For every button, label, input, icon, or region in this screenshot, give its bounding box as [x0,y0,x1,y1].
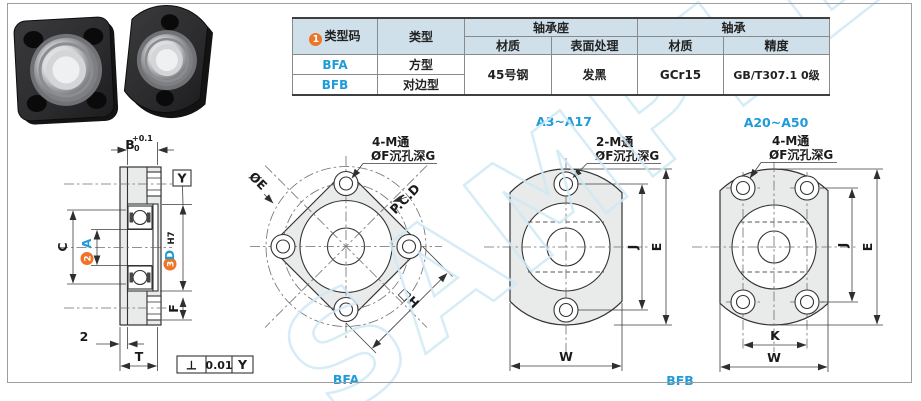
type-bfa: 方型 [377,54,465,75]
type-bfb: 对边型 [377,74,465,96]
svg-text:H7: H7 [167,231,177,244]
header-bearing-group: 轴承 [637,17,831,37]
svg-text:A: A [79,238,94,248]
dim-t: T [135,349,144,364]
bfa-cbore-note: ØF沉孔深G [371,148,435,163]
dim-step: 2 [80,329,89,344]
bolt-holes [553,171,579,323]
dim-b-tol-lower: 0 [134,144,140,153]
bfb-large-cbore-note: ØF沉孔深G [769,147,833,162]
dim-e: E [860,243,875,252]
header-precision: 精度 [723,36,831,55]
bfb-small-front-view: A3~A17 2-M通 ØF沉孔深G J E W [484,114,672,371]
dim-c: C [55,242,70,251]
badge-1: 1 [309,33,323,46]
bfb-large-range: A20~A50 [744,115,809,130]
bearing-face [30,33,103,106]
bfb-small-holes-note: 2-M通 [596,134,633,149]
svg-text:3: 3 [166,261,176,267]
dim-a: 2 A [79,238,94,265]
bfa-label: BFA [333,372,360,387]
datum-y-label: Y [176,171,187,186]
housing-material-value: 45号钢 [464,54,552,96]
bfb-large-front-view: A20~A50 4-M通 ØF沉孔深G J E K W [692,115,883,372]
bfa-front-view: 4-M通 ØF沉孔深G ØE P.C.D □H BFA [246,134,453,387]
dim-w: W [767,350,781,365]
fcf-value: 0.01 [205,359,232,372]
side-section-view: B +0.1 0 Y 3 D H7 F C [55,134,254,374]
bfa-holes-note: 4-M通 [372,134,409,149]
dim-j: J [625,245,640,251]
table-row: BFA 方型 45号钢 发黑 GCr15 GB/T307.1 0级 [292,54,831,96]
bfb-small-cbore-note: ØF沉孔深G [595,148,659,163]
precision-value: GB/T307.1 0级 [723,54,831,96]
dim-e: E [649,243,664,252]
dim-d-h7: 3 D H7 [162,231,177,271]
header-surface-treatment: 表面处理 [550,36,639,55]
bfb-label: BFB [666,373,694,388]
table-row: BFB 对边型 [292,74,830,96]
tolerance-frame: ⊥ 0.01 Y [176,355,254,374]
header-type: 类型 [377,17,465,55]
header-housing-group: 轴承座 [463,17,639,37]
header-bearing-material: 材质 [637,36,725,55]
header-housing-material: 材质 [464,36,552,55]
dim-b: B [125,137,135,152]
product-photo-bfb [123,5,213,119]
bfb-large-holes-note: 4-M通 [772,133,809,148]
bolt-holes [730,175,820,315]
surface-treatment-value: 发黑 [550,54,639,96]
dim-k: K [770,328,781,343]
fcf-datum: Y [237,357,248,372]
bearing-material-value: GCr15 [637,54,725,96]
product-photo-bfa [13,16,119,125]
dim-b-tol-upper: +0.1 [132,134,153,143]
page-border [7,3,912,383]
code-bfa-link[interactable]: BFA [292,54,378,75]
code-bfb-link[interactable]: BFB [292,74,378,96]
svg-text:2: 2 [83,255,93,261]
bolt-holes [270,170,422,323]
dim-w: W [559,349,573,364]
bfb-small-range: A3~A17 [536,114,592,129]
bearing-face [136,30,197,91]
dim-f: F [166,304,181,313]
dim-j: J [835,243,850,249]
perpendicularity-icon: ⊥ [186,358,197,373]
svg-text:D: D [162,250,177,260]
